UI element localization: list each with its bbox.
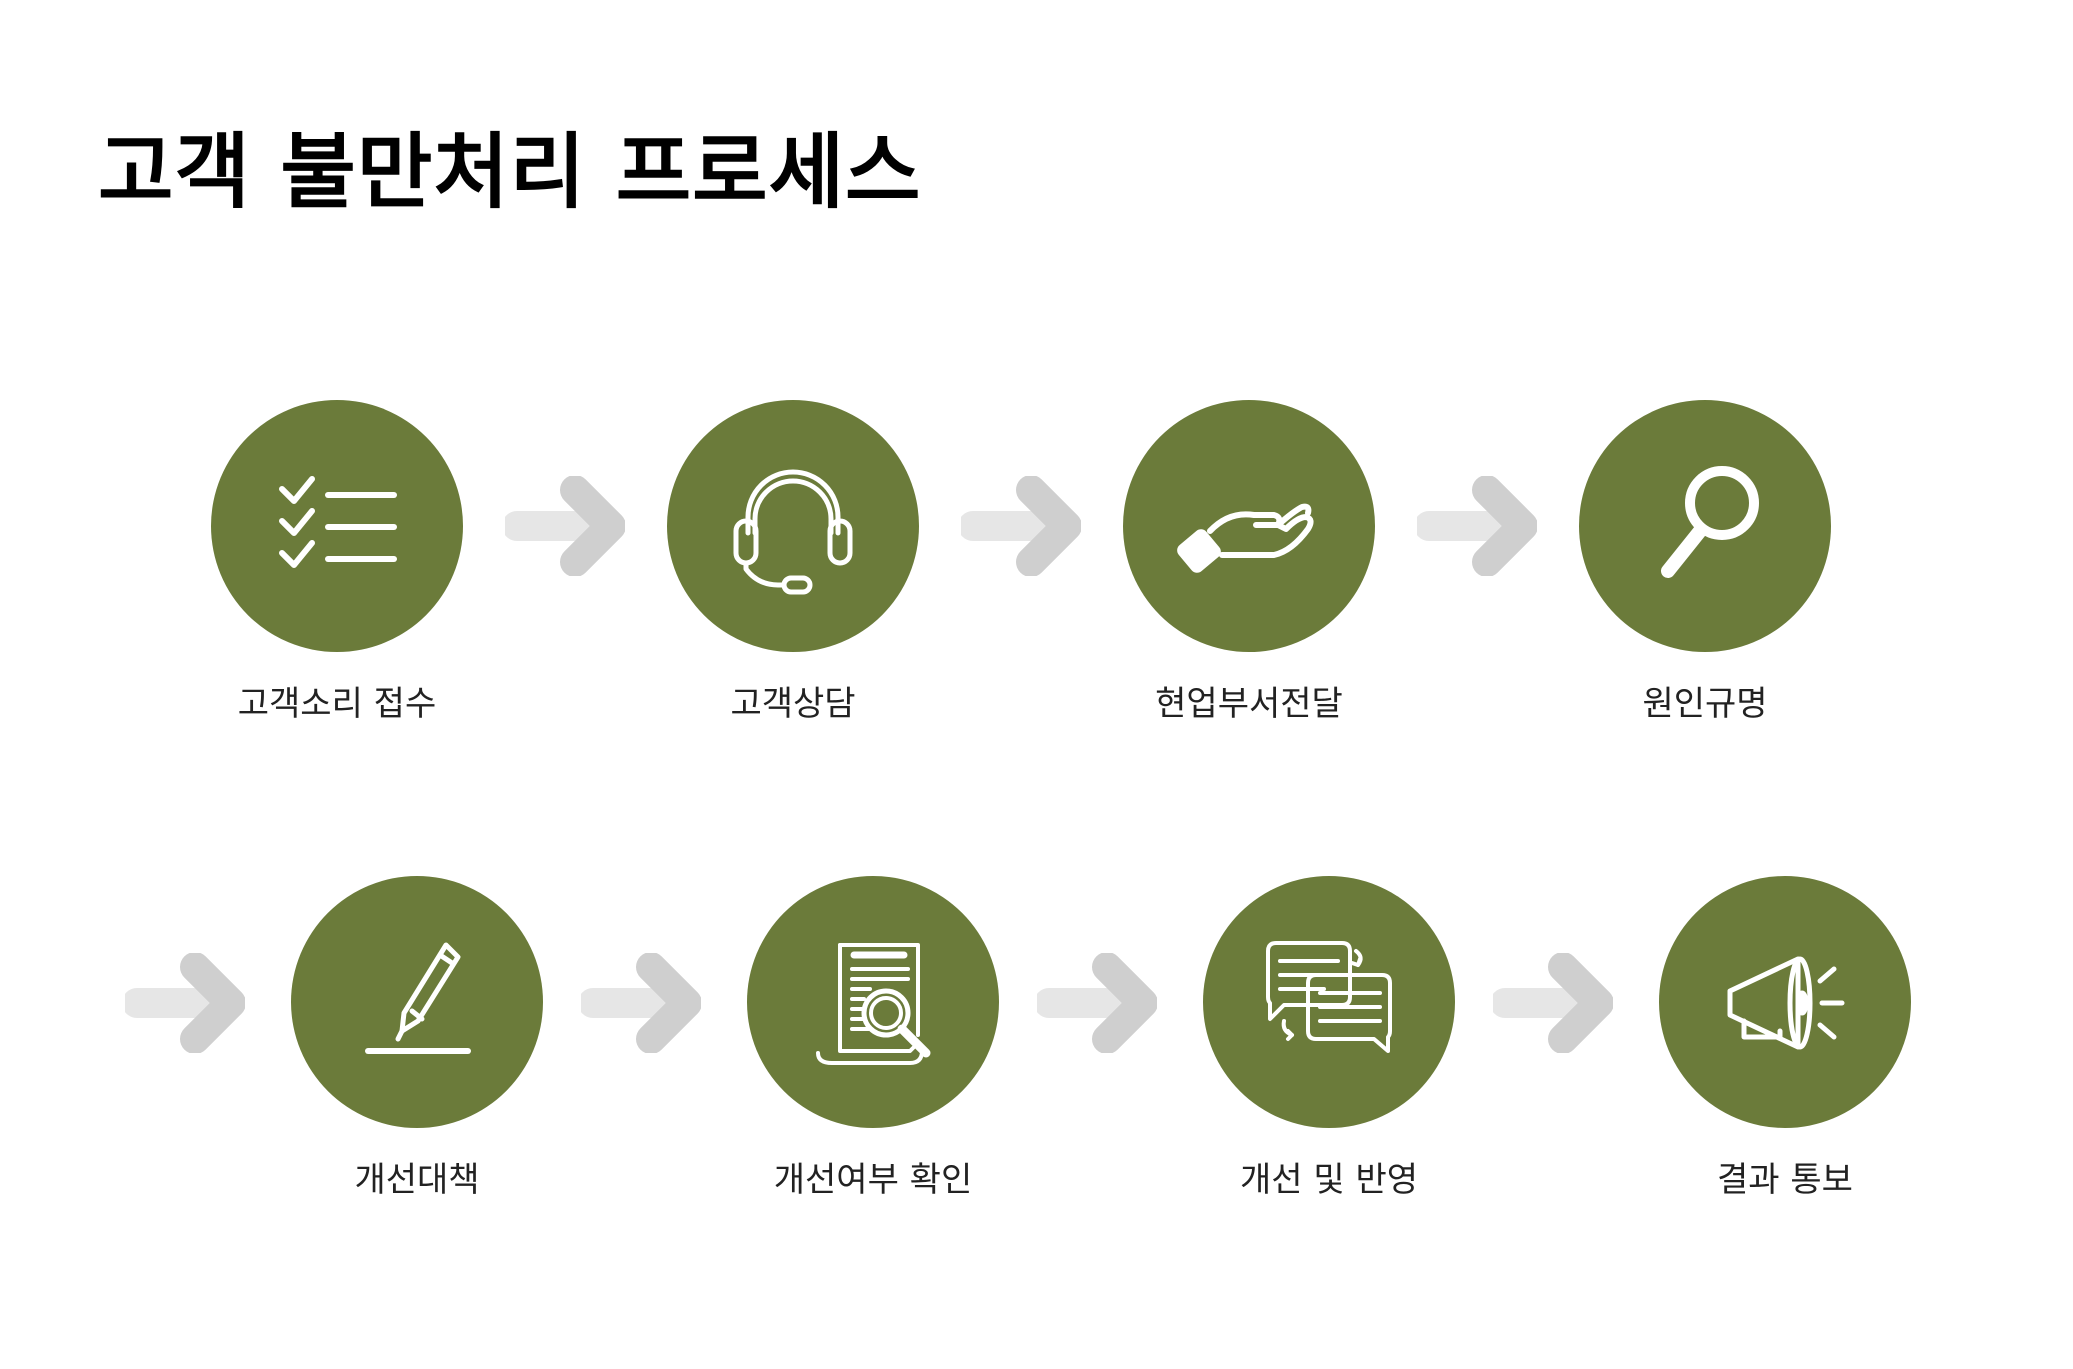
- step-5: 개선대책: [217, 876, 617, 1201]
- step-label: 결과 통보: [1717, 1160, 1853, 1200]
- magnifier-icon: [1661, 466, 1759, 578]
- step-label: 개선대책: [354, 1160, 480, 1200]
- step-1: 고객소리 접수: [137, 400, 537, 725]
- step-circle: [667, 400, 919, 652]
- step-label: 현업부서전달: [1155, 684, 1343, 724]
- arrow-right: [122, 952, 246, 1054]
- step-label: 개선여부 확인: [773, 1160, 973, 1200]
- arrow-right: [1034, 952, 1158, 1054]
- step-circle: [1123, 400, 1375, 652]
- step-label: 개선 및 반영: [1239, 1160, 1418, 1200]
- arrow-right: [1414, 475, 1538, 577]
- page-title: 고객 불만처리 프로세스: [98, 125, 922, 220]
- step-label: 원인규명: [1642, 684, 1768, 724]
- step-2: 고객상담: [593, 400, 993, 725]
- checklist-icon: [279, 476, 397, 568]
- step-circle: [1579, 400, 1831, 652]
- arrow-right: [578, 952, 702, 1054]
- step-8: 결과 통보: [1585, 876, 1985, 1201]
- step-label: 고객소리 접수: [237, 684, 437, 724]
- arrow-right: [958, 475, 1082, 577]
- step-circle: [1659, 876, 1911, 1128]
- step-circle: [1203, 876, 1455, 1128]
- megaphone-icon: [1727, 956, 1845, 1050]
- arrow-right: [502, 475, 626, 577]
- step-3: 현업부서전달: [1049, 400, 1449, 725]
- document-search-icon: [816, 943, 931, 1065]
- step-circle: [211, 400, 463, 652]
- step-circle: [291, 876, 543, 1128]
- step-6: 개선여부 확인: [673, 876, 1073, 1201]
- step-circle: [747, 876, 999, 1128]
- hand-icon: [1177, 503, 1314, 573]
- headset-icon: [733, 469, 853, 595]
- step-4: 원인규명: [1505, 400, 1905, 725]
- chat-exchange-icon: [1266, 941, 1392, 1053]
- step-7: 개선 및 반영: [1129, 876, 1529, 1201]
- step-label: 고객상담: [730, 684, 856, 724]
- pencil-icon: [365, 942, 471, 1054]
- arrow-right: [1490, 952, 1614, 1054]
